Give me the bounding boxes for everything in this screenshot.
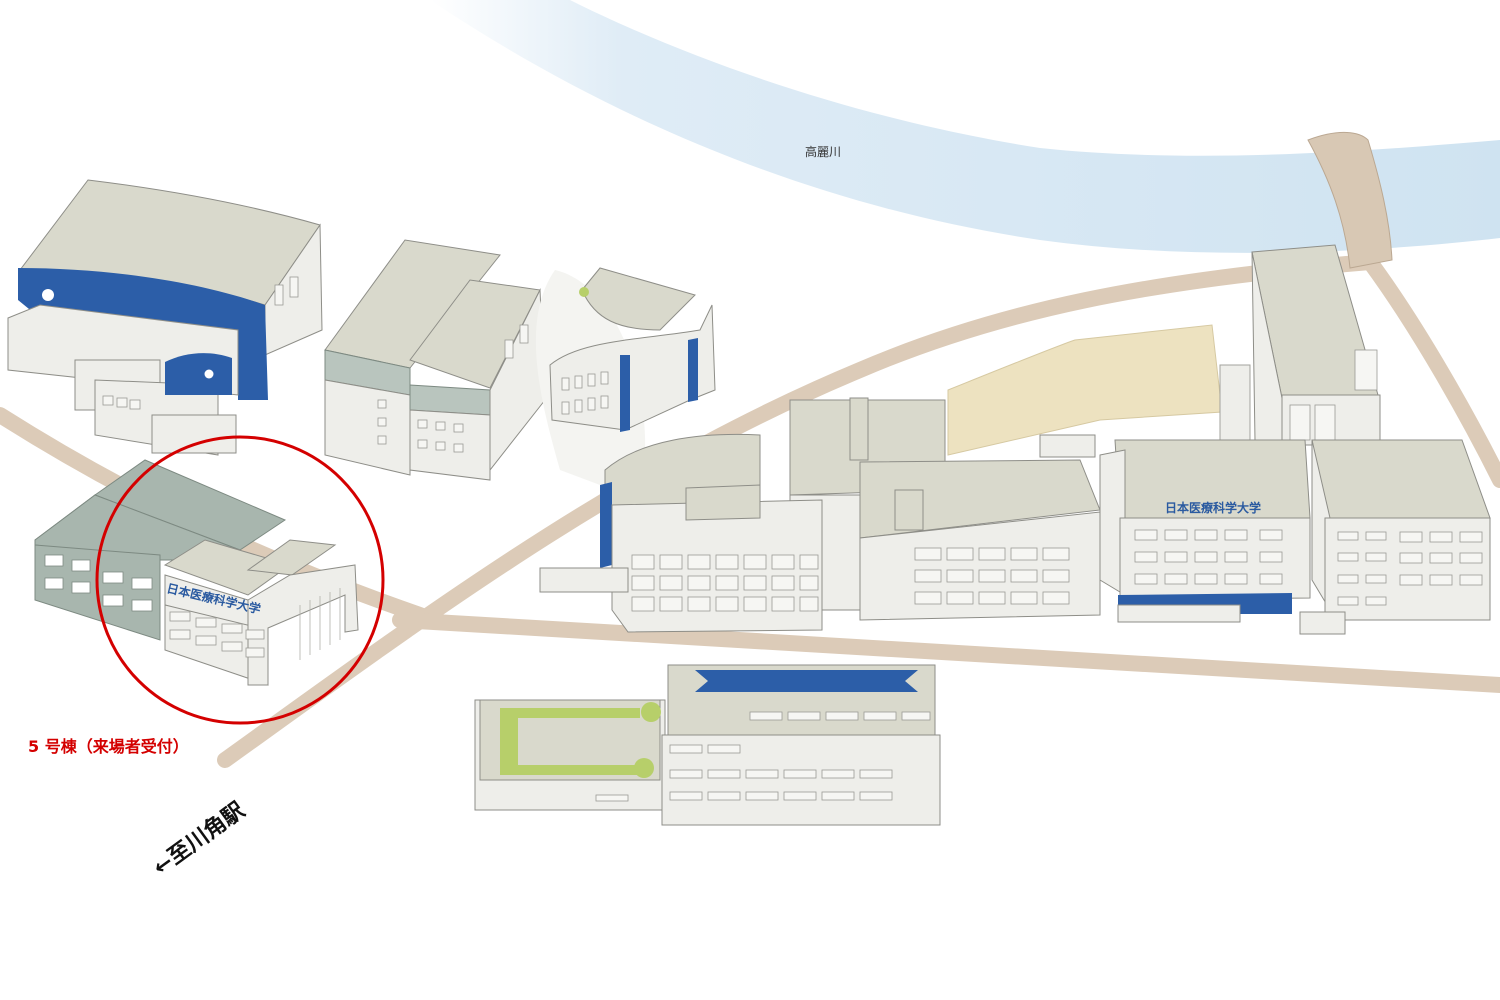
building-main-cluster bbox=[539, 397, 1101, 633]
road-diagonal bbox=[217, 254, 1378, 768]
building-3 bbox=[535, 267, 716, 500]
building-gymnasium bbox=[7, 179, 323, 456]
road-east-arc bbox=[1362, 254, 1500, 488]
building-5: 日本医療科学大学 bbox=[34, 459, 359, 686]
station-direction-label: ←至川角駅 bbox=[148, 797, 249, 881]
building-far-east bbox=[1299, 439, 1491, 635]
river-label: 高麗川 bbox=[805, 144, 841, 159]
highlight-circle bbox=[95, 435, 385, 725]
road-south bbox=[392, 612, 1500, 693]
building-2 bbox=[324, 239, 546, 481]
campus-sign: 日本医療科学大学 bbox=[1165, 500, 1261, 515]
station-direction: ←至川角駅 bbox=[148, 797, 249, 881]
river bbox=[430, 0, 1500, 253]
reception-label: 5 号棟（来場者受付） bbox=[28, 737, 189, 756]
building-south bbox=[474, 664, 941, 826]
field-stands bbox=[1039, 434, 1096, 458]
bridge bbox=[1307, 131, 1393, 269]
building-east: 日本医療科学大学 bbox=[1099, 439, 1311, 623]
